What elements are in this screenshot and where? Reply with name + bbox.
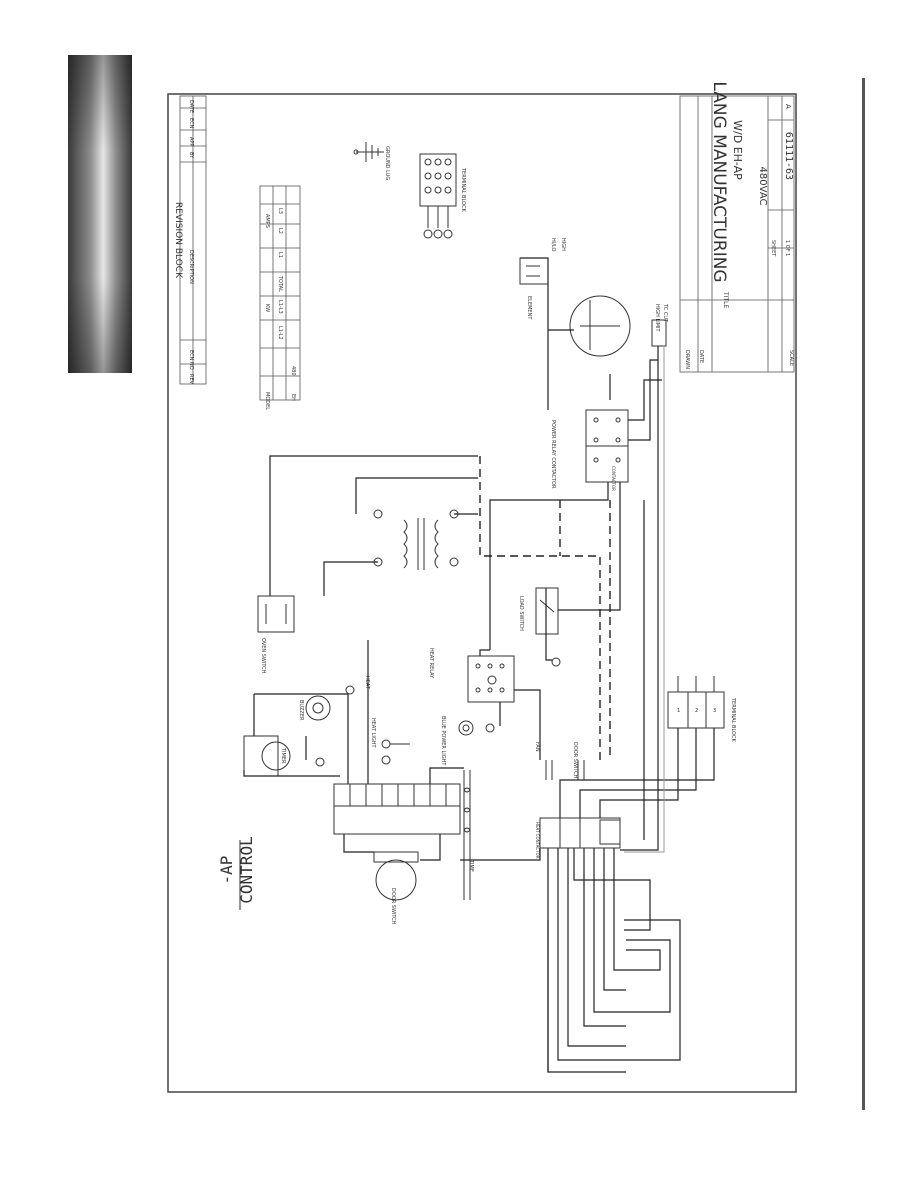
terminal-block-lower-label: TERMINAL BLOCK [730, 697, 736, 742]
load-switch-symbol [535, 587, 559, 635]
heat-contactor-symbol [539, 817, 621, 849]
high-limit-symbol [651, 319, 667, 347]
terminal-number-2: 2 [695, 708, 698, 714]
terminal-number-3: 3 [713, 708, 716, 714]
time-probe-wire [463, 770, 471, 900]
power-relay-label: POWER RELAY CONTACTOR [550, 420, 556, 489]
element-label: ELEMENT [526, 296, 532, 320]
drawn-label: DRAWN [684, 350, 690, 369]
fan-motor-symbol [569, 295, 631, 357]
sheet-value: 1 OF 1 [784, 240, 790, 256]
drawing-number: 61111-63 [783, 132, 794, 180]
voltage-label: 480VAC [757, 167, 768, 206]
transformer-symbol [373, 509, 459, 570]
wire-nodes [315, 657, 561, 767]
terminal-number-1: 1 [677, 708, 680, 714]
amps-amps-header: AMPS [264, 214, 270, 228]
terminal-block-upper [419, 153, 457, 239]
amps-col-l2: L2 [277, 228, 283, 234]
fan-label: FAN [534, 742, 540, 752]
sheet-label: SHEET [770, 240, 776, 257]
rev-col-date: DATE [188, 100, 194, 113]
oven-switch-label: OVEN SWITCH [260, 638, 266, 674]
terminal-block-upper-label: TERMINAL BLOCK [460, 167, 466, 212]
door-switch-2-label: DOOR SWITCH [572, 742, 578, 779]
high-label: HIGH [560, 238, 566, 251]
load-switch-label: LOAD SWITCH [518, 596, 524, 631]
amps-kw-header: KW [264, 304, 270, 312]
amps-col-l1l2: L1-L2 [277, 326, 283, 340]
title-label: TITLE [722, 291, 729, 308]
rev-col-app: APP [188, 137, 194, 146]
heat-label: HEAT [364, 676, 370, 690]
scale-label: SCALE [788, 350, 794, 366]
hi-lo-switch-symbol [519, 257, 549, 285]
rev-col-ecn: ECN NO [188, 350, 194, 370]
blue-power-light-symbol [458, 720, 474, 736]
amps-row-kw: 480 [290, 366, 296, 376]
amps-model-header: MODEL [264, 392, 270, 410]
drawing-frame [167, 93, 797, 1093]
company-name: LANG MANUFACTURING [709, 81, 729, 282]
amps-col-total: TOTAL [277, 275, 283, 292]
heat-relay-label: HEAT RELAY [428, 648, 434, 679]
door-switch-label: DOOR SWITCH [390, 888, 396, 925]
rev-value: A [784, 104, 792, 109]
ground-run [624, 346, 665, 853]
amps-table [259, 185, 301, 401]
heat-light-label: HEAT LIGHT [370, 718, 376, 748]
date-label: DATE [698, 350, 704, 363]
time-label: TIME [468, 859, 474, 872]
wiring-runs [243, 257, 715, 1073]
door-switch-symbol [373, 851, 419, 901]
heat-relay-symbol [467, 655, 515, 703]
ground-lug-symbol [353, 142, 384, 162]
ground-lug-label: GROUND LUG [384, 146, 390, 180]
heat-light-symbol [381, 739, 410, 749]
heading-line-2: CONTROL [237, 836, 256, 903]
buzzer-symbol [305, 695, 331, 721]
blue-power-light-label: BLUE POWER LIGHT [440, 716, 446, 766]
high-limit-label: HIGH LIMIT [654, 304, 660, 333]
main-terminal-strip [333, 783, 461, 835]
rev-col-desc: DESCRIPTION [188, 250, 194, 284]
heading-line-1: -AP [217, 856, 236, 885]
side-tab-gradient [68, 55, 132, 373]
drawing-title: W/D EH-AP [731, 120, 744, 180]
fan-contacts-symbol [545, 760, 585, 780]
buzzer-label: BUZZER [298, 700, 304, 721]
rev-col-ecn2: ECN [188, 118, 194, 129]
revision-block-title: REVISION BLOCK [173, 202, 183, 279]
contactor-label: CONTACTOR [611, 466, 616, 491]
oven-switch-symbol [257, 595, 295, 633]
terminal-block-lower [667, 676, 725, 729]
amps-col-l1l3: L1-L3 [277, 300, 283, 314]
power-relay-contactor-symbol [585, 409, 629, 483]
rev-col-by: BY [188, 152, 194, 159]
title-block [679, 95, 795, 373]
revision-block [179, 95, 207, 385]
hi-lo-switch-label: HI/LO [550, 238, 556, 252]
amps-col-l3: L3 [277, 208, 283, 214]
rev-col-rev: REV [188, 374, 194, 385]
dashed-control-lines [479, 456, 611, 760]
high-limit-sub-label: TC CUT [662, 303, 668, 323]
timer-label: TIMER [280, 747, 286, 764]
page-edge-rule [862, 78, 865, 1110]
amps-row-label: EH [290, 394, 296, 401]
heat-contactor-label: HEAT CONTACTOR [535, 822, 540, 859]
amps-col-l1: L1 [277, 252, 283, 258]
